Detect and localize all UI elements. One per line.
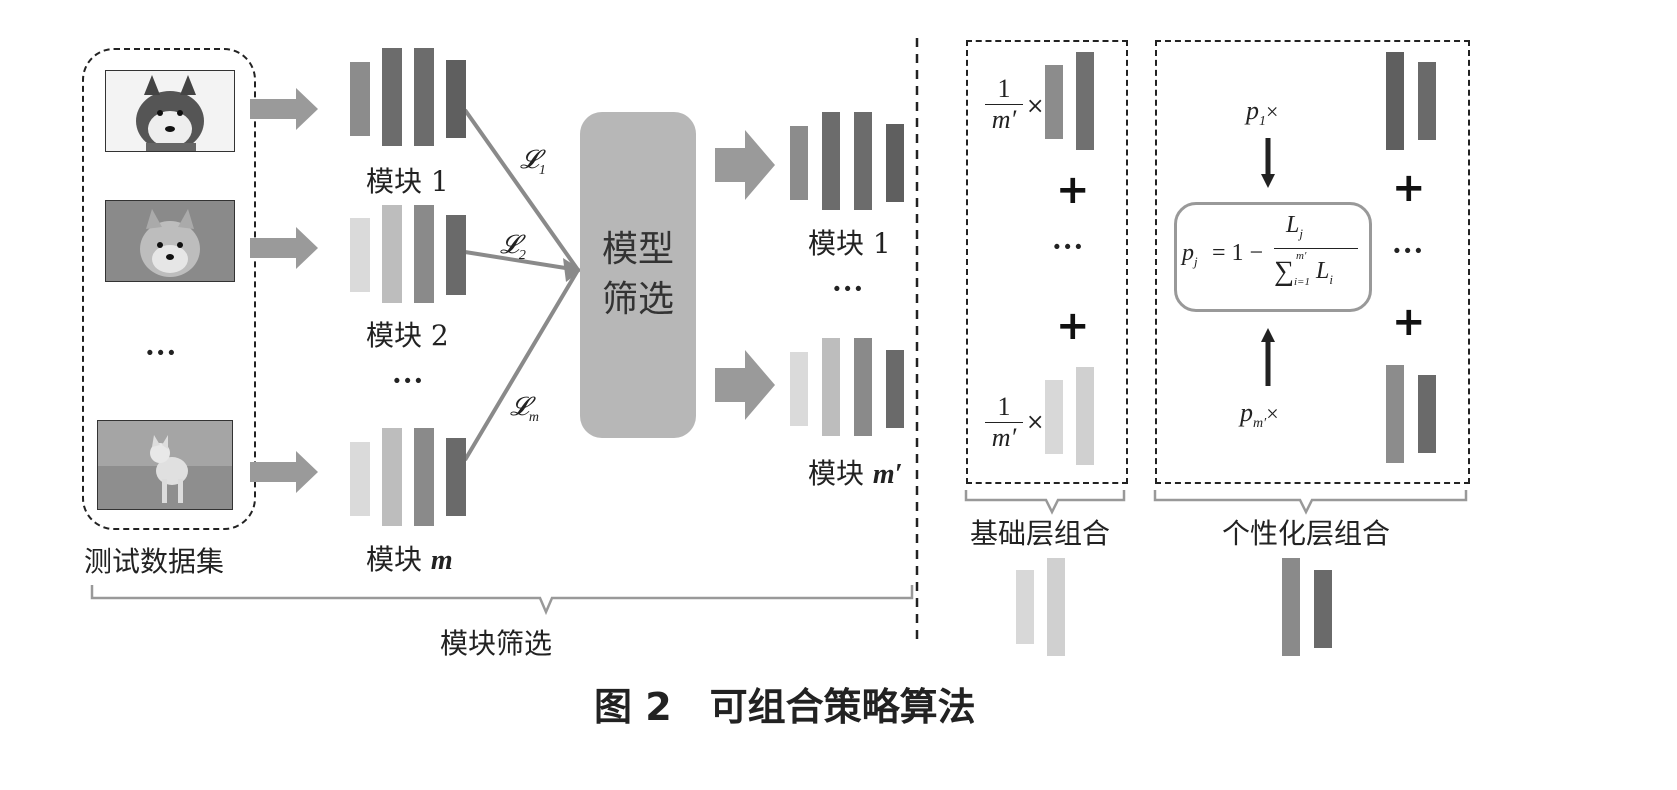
loss-label-2: 𝓛2 xyxy=(500,230,526,264)
base-result-bar-2 xyxy=(1047,558,1065,656)
right-modulem-bar-4 xyxy=(886,350,904,428)
weight-formula: pj = 1 − Lj ∑ m′ i=1 Li xyxy=(1182,212,1362,302)
personal-bottom-bar-2 xyxy=(1418,375,1436,453)
modulem-label: 模块 m xyxy=(366,543,453,576)
arrow-filter-to-right-module1 xyxy=(715,130,775,200)
personal-ellipsis: ··· xyxy=(1392,234,1425,267)
weight-formula-box xyxy=(1174,202,1372,312)
loss-label-m: 𝓛m xyxy=(510,392,540,426)
module1-bar-2 xyxy=(382,48,402,146)
module1-bar-4 xyxy=(446,60,466,138)
module2-bar-2 xyxy=(382,205,402,303)
brace-personal-layer xyxy=(1153,490,1468,515)
loss-label-1: 𝓛1 xyxy=(520,145,546,179)
personal-layer-box xyxy=(1155,40,1470,484)
module2-bar-1 xyxy=(350,218,370,292)
right-modulem-bar-2 xyxy=(822,338,840,436)
model-filter-box xyxy=(580,112,696,438)
dataset-ellipsis: ··· xyxy=(145,336,178,369)
brace-module-filter xyxy=(90,585,914,616)
right-module1-bar-1 xyxy=(790,126,808,200)
right-modulem-bar-1 xyxy=(790,352,808,426)
module2-bar-3 xyxy=(414,205,434,303)
base-top-bar-1 xyxy=(1045,65,1063,139)
arrow-filter-to-right-modulem xyxy=(715,350,775,420)
modulem-bar-2 xyxy=(382,428,402,526)
husky-image xyxy=(136,75,204,151)
dataset-image-dog-grass xyxy=(97,420,233,510)
modulem-bar-1 xyxy=(350,442,370,516)
modulem-bar-3 xyxy=(414,428,434,526)
line-module1-to-filter xyxy=(463,108,580,272)
module1-bar-3 xyxy=(414,48,434,146)
personal-plus-2: + xyxy=(1392,299,1426,345)
base-times-top: × xyxy=(1026,94,1045,119)
base-layer-box xyxy=(966,40,1128,484)
personal-layer-label: 个性化层组合 xyxy=(1222,517,1391,550)
model-filter-text: 模型筛选 xyxy=(601,229,674,320)
personal-plus-1: + xyxy=(1392,165,1426,211)
module-ellipsis: ··· xyxy=(392,364,425,397)
filter-arrowhead xyxy=(563,258,582,282)
figure-caption: 图 2 可组合策略算法 xyxy=(594,685,976,729)
dataset-group-border xyxy=(82,48,256,530)
brace-base-layer xyxy=(964,490,1126,515)
pm-label: pm′× xyxy=(1240,398,1279,432)
base-bottom-bar-1 xyxy=(1045,380,1063,454)
arrow-dataset-to-module2 xyxy=(250,227,318,269)
base-layer-label: 基础层组合 xyxy=(970,517,1111,550)
base-plus-1: + xyxy=(1056,167,1090,213)
dataset-image-shiba xyxy=(105,200,235,282)
personal-result-bar-1 xyxy=(1282,558,1300,656)
p1-label: p1× xyxy=(1246,96,1279,130)
right-module-ellipsis: ··· xyxy=(832,272,865,305)
personal-top-bar-2 xyxy=(1418,62,1436,140)
line-modulem-to-filter xyxy=(463,268,580,462)
module2-label: 模块 2 xyxy=(366,319,449,352)
module1-bar-1 xyxy=(350,62,370,136)
right-module1-bar-2 xyxy=(822,112,840,210)
base-ellipsis: ··· xyxy=(1052,230,1085,263)
dataset-image-husky xyxy=(105,70,235,152)
dataset-label: 测试数据集 xyxy=(84,545,225,578)
right-module1-label: 模块 1 xyxy=(808,227,891,260)
right-module1-bar-4 xyxy=(886,124,904,202)
base-times-bottom: × xyxy=(1026,410,1045,435)
right-module1-bar-3 xyxy=(854,112,872,210)
arrow-dataset-to-modulem xyxy=(250,451,318,493)
module2-bar-4 xyxy=(446,215,466,295)
base-plus-2: + xyxy=(1056,303,1090,349)
right-modulem-bar-3 xyxy=(854,338,872,436)
dog-grass-image xyxy=(98,421,232,509)
module-filter-section-label: 模块筛选 xyxy=(440,627,553,660)
shiba-image xyxy=(106,201,234,281)
arrow-dataset-to-module1 xyxy=(250,88,318,130)
right-modulem-label: 模块 m′ xyxy=(808,457,903,490)
module1-label: 模块 1 xyxy=(366,165,449,198)
base-bottom-bar-2 xyxy=(1076,367,1094,465)
base-top-bar-2 xyxy=(1076,52,1094,150)
modulem-bar-4 xyxy=(446,438,466,516)
base-result-bar-1 xyxy=(1016,570,1034,644)
personal-result-bar-2 xyxy=(1314,570,1332,648)
line-module2-to-filter xyxy=(464,250,579,272)
personal-top-bar-1 xyxy=(1386,52,1404,150)
personal-bottom-bar-1 xyxy=(1386,365,1404,463)
